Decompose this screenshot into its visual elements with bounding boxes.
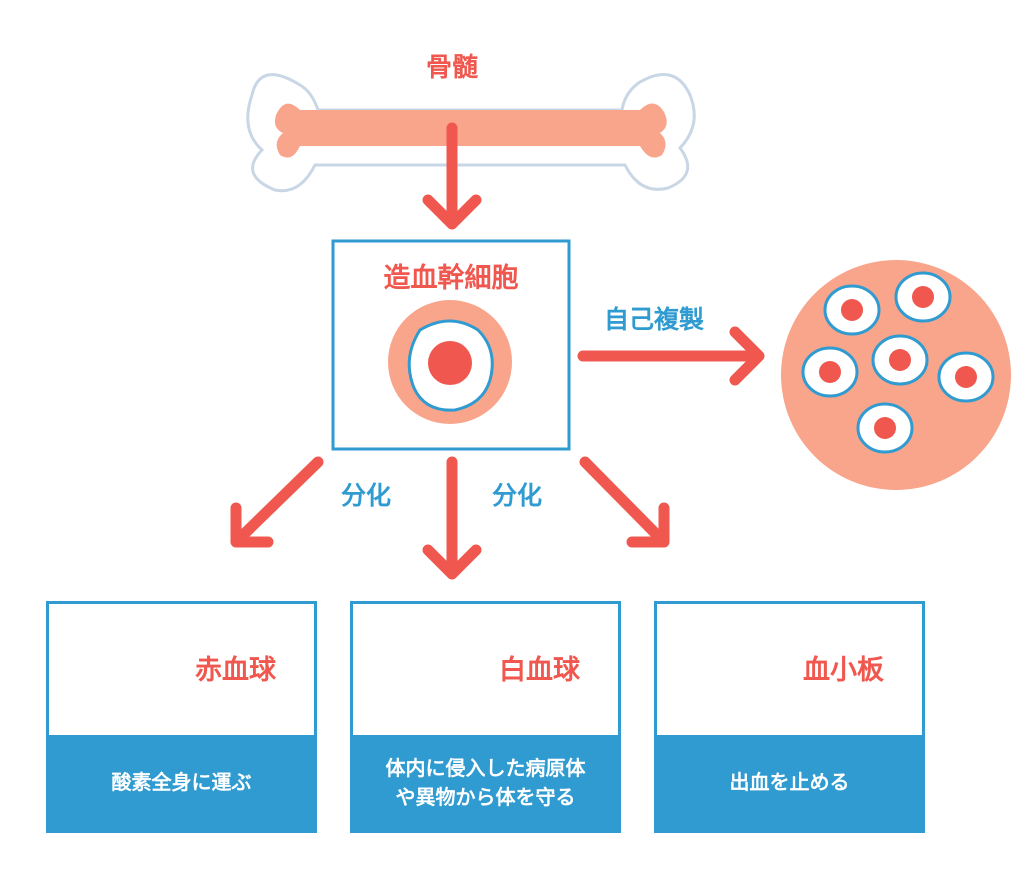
white-blood-cell-function: 体内に侵入した病原体 や異物から体を守る	[353, 735, 618, 830]
stem-cell-icon	[388, 300, 512, 424]
white-blood-cell-card: 白血球 体内に侵入した病原体 や異物から体を守る	[350, 601, 621, 833]
white-blood-cell-function-line2: や異物から体を守る	[395, 784, 576, 809]
arrow-right-self-renewal	[577, 326, 765, 386]
red-blood-cell-function: 酸素全身に運ぶ	[49, 735, 314, 830]
arrow-down-main	[422, 122, 482, 230]
differentiation-label-left: 分化	[341, 481, 392, 510]
red-blood-cell-card: 赤血球 酸素全身に運ぶ	[46, 601, 317, 833]
arrows-differentiation	[230, 456, 670, 580]
red-blood-cell-name: 赤血球	[195, 655, 276, 686]
platelet-function: 出血を止める	[657, 735, 922, 830]
white-blood-cell-function-line1: 体内に侵入した病原体	[385, 755, 586, 780]
self-renewal-label: 自己複製	[604, 305, 705, 334]
stem-cell-label: 造血幹細胞	[383, 263, 519, 294]
platelet-name: 血小板	[803, 655, 884, 686]
white-blood-cell-name: 白血球	[499, 655, 580, 686]
bone-icon	[246, 73, 696, 193]
bone-marrow-label: 骨髄	[425, 53, 478, 83]
platelet-card: 血小板 出血を止める	[654, 601, 925, 833]
differentiation-label-right: 分化	[492, 481, 543, 510]
stem-cell-colony-icon	[781, 260, 1011, 490]
